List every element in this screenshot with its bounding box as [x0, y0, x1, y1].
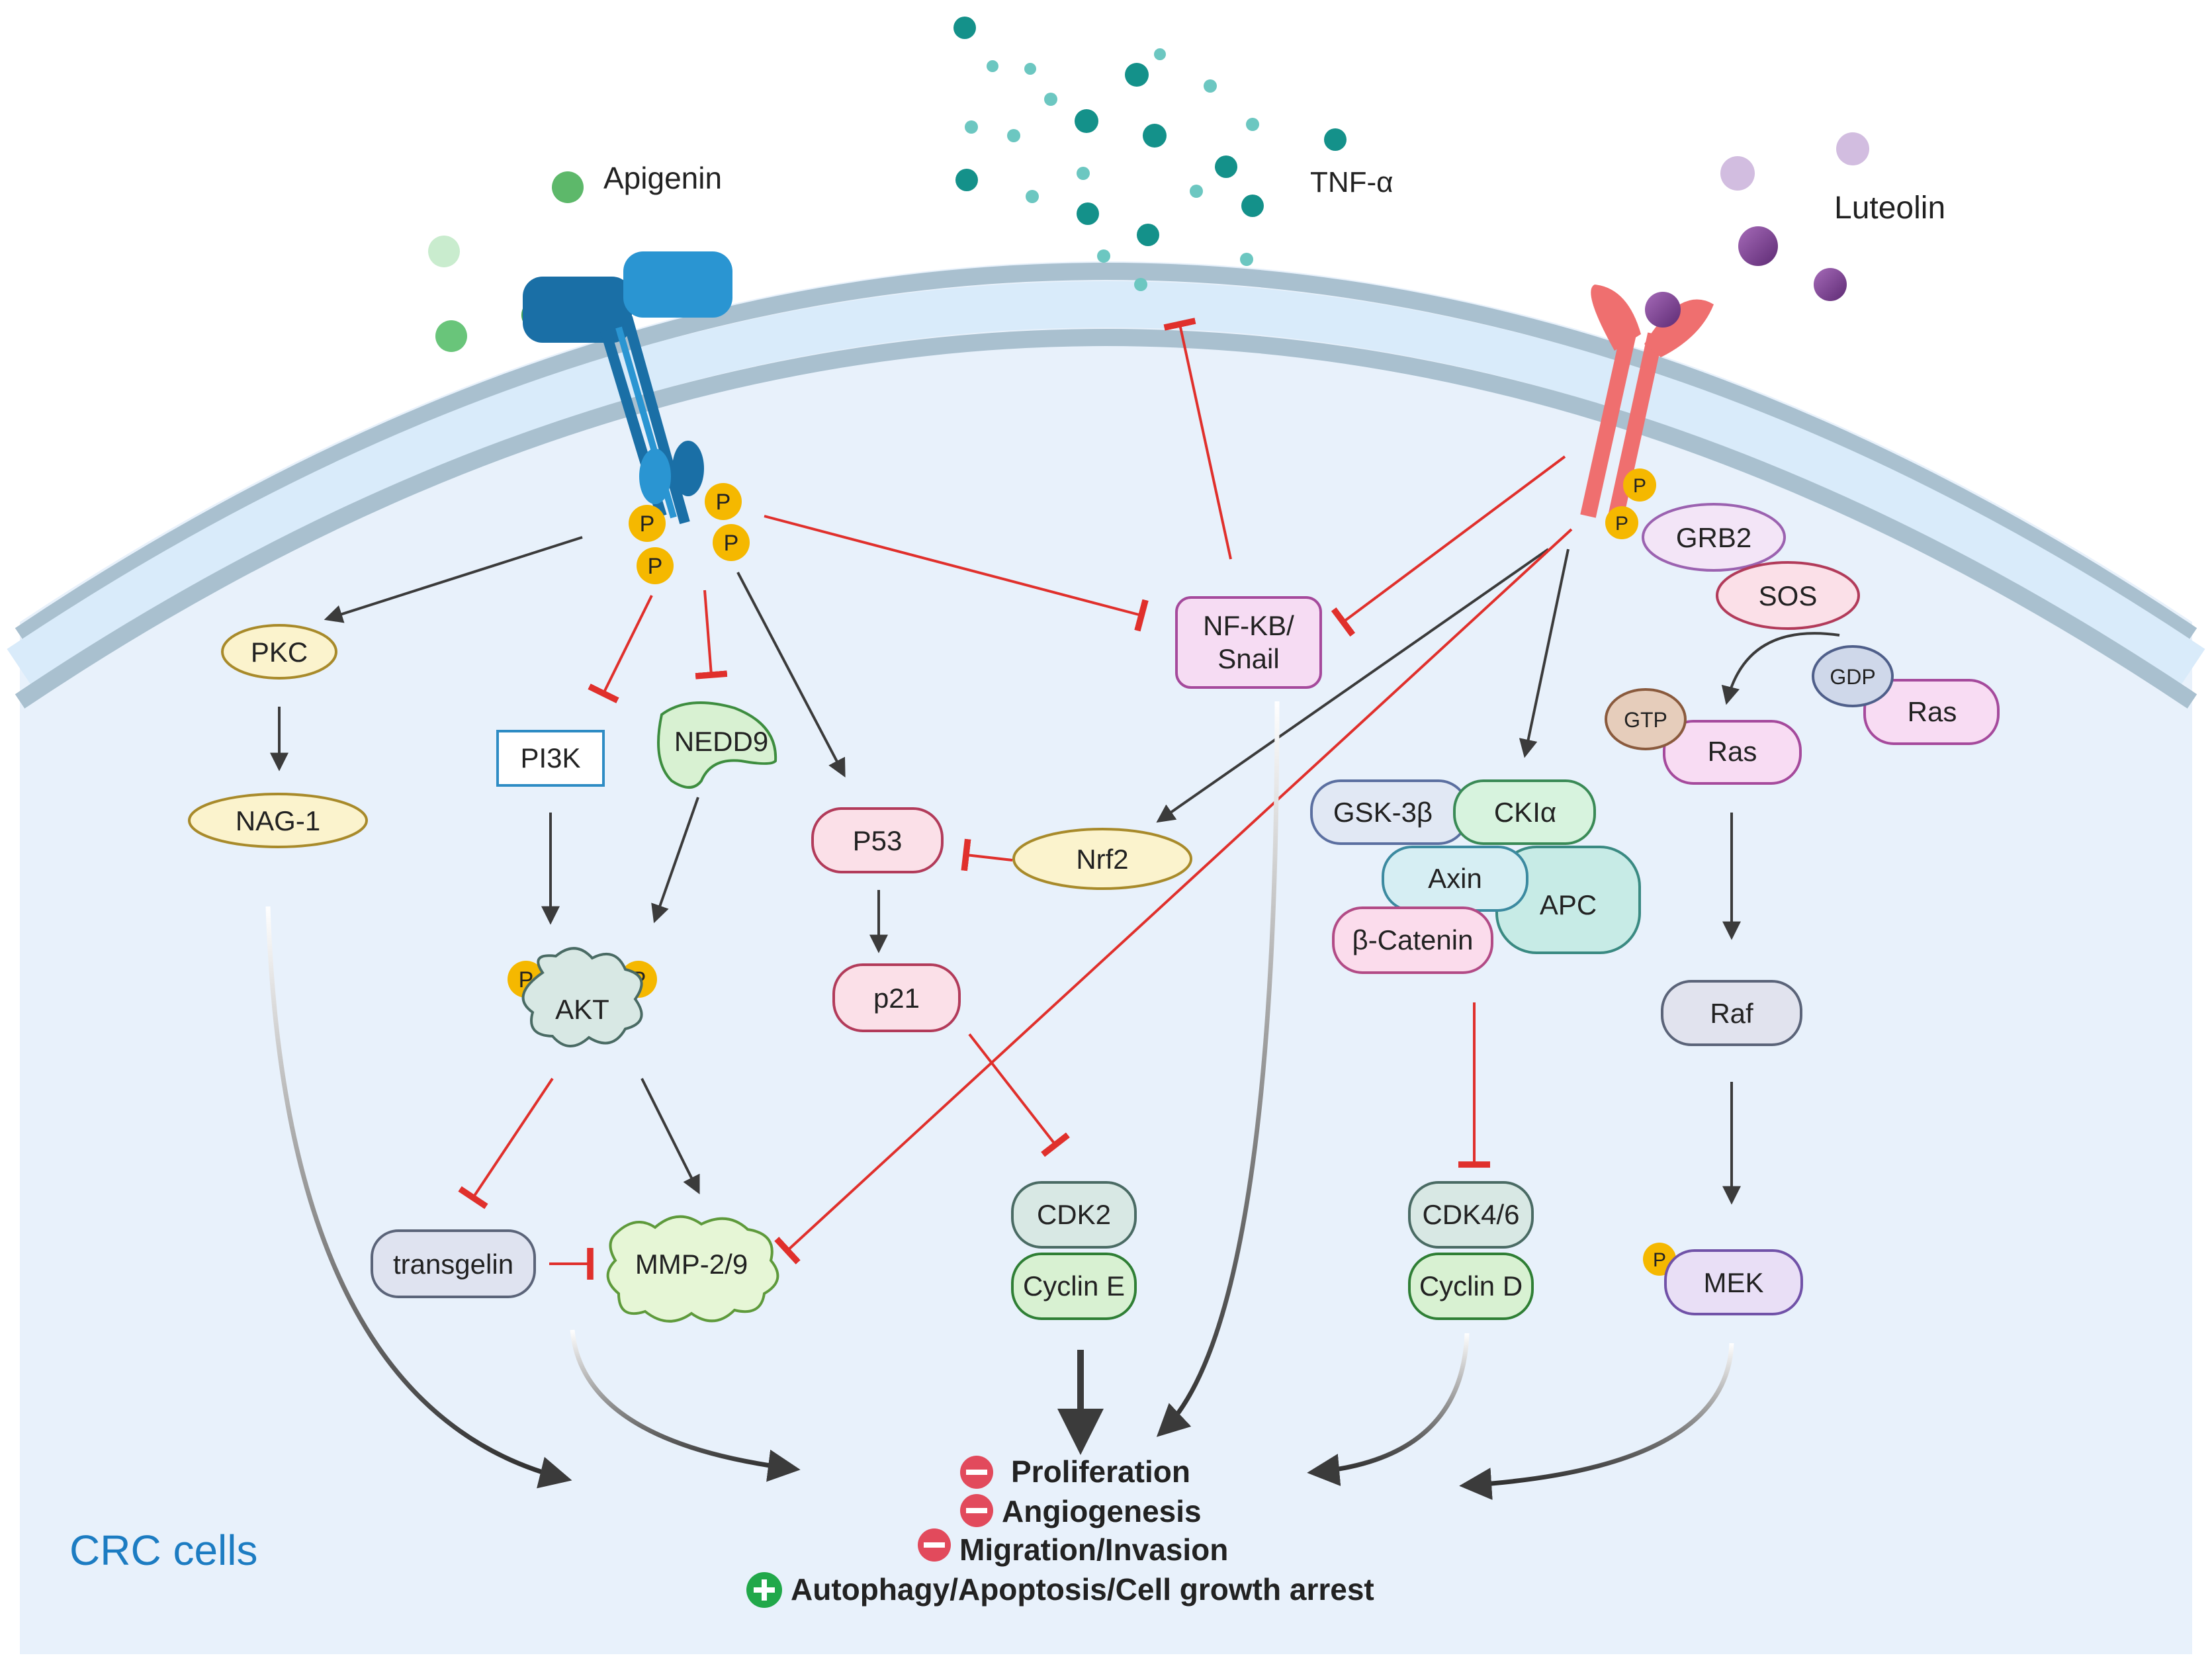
nfkb-node: [1175, 596, 1322, 689]
cell-label: CRC cells: [69, 1526, 257, 1574]
gtp-node: [1605, 688, 1687, 750]
nrf2-node: [1012, 828, 1192, 890]
ckia-node: [1453, 779, 1596, 845]
apc-label: APC: [1540, 889, 1597, 920]
node-shapes: [188, 503, 2000, 1323]
phosphate-label: P: [716, 490, 731, 515]
gdp-node: [1812, 645, 1894, 707]
phosphate-label: P: [640, 511, 655, 537]
transgelin-label: transgelin: [393, 1249, 513, 1280]
cyclin-d-node: [1408, 1253, 1534, 1320]
cdk46-label: CDK4/6: [1422, 1199, 1519, 1230]
outcome-labels: Proliferation Angiogenesis Migration/Inv…: [791, 1454, 1374, 1607]
cyclin-e-label: Cyclin E: [1023, 1270, 1125, 1302]
p21-node: [832, 963, 961, 1032]
mek-label: MEK: [1703, 1267, 1763, 1298]
minus-circle-icon: [918, 1528, 951, 1562]
nag1-label: NAG-1: [236, 805, 320, 836]
nfkb-label-line2: Snail: [1217, 643, 1279, 674]
cdk46-node: [1408, 1181, 1534, 1249]
pi3k-node: [496, 730, 605, 787]
phosphate-label: P: [1633, 475, 1646, 497]
outcome-arrows: [265, 701, 1734, 1500]
phosphate-label: P: [724, 531, 739, 556]
raf-node: [1661, 980, 1802, 1046]
ras-gdp-node: [1863, 679, 2000, 745]
bcatenin-node: [1332, 906, 1493, 974]
grb2-label: GRB2: [1676, 522, 1751, 553]
luteolin-molecule-icon: [1720, 132, 1869, 301]
mmp-label: MMP-2/9: [635, 1249, 748, 1280]
apigenin-receptor: [523, 251, 732, 525]
pkc-node: [221, 624, 337, 680]
akt-node: [521, 947, 643, 1047]
cyclin-d-label: Cyclin D: [1419, 1270, 1523, 1302]
phosphate-label: P: [1615, 513, 1628, 535]
luteolin-label: Luteolin: [1834, 191, 1945, 226]
cyclin-e-node: [1011, 1253, 1137, 1320]
phosphate-label: P: [648, 554, 663, 579]
p53-label: P53: [853, 825, 903, 856]
akt-label: AKT: [555, 994, 609, 1025]
transgelin-node: [371, 1229, 536, 1298]
pi3k-label: PI3K: [520, 742, 580, 773]
sos-node: [1716, 561, 1860, 630]
bcatenin-label: β-Catenin: [1352, 924, 1474, 955]
outcome-proliferation: Proliferation: [1011, 1454, 1190, 1489]
mmp-node: [606, 1215, 779, 1323]
ckia-label: CKIα: [1494, 797, 1556, 828]
p21-label: p21: [873, 983, 920, 1014]
node-labels: PKC NAG-1 PI3K NEDD9 AKT transgelin MMP-…: [236, 522, 1957, 1302]
gtp-label: GTP: [1624, 708, 1667, 732]
phosphate-label: P: [1653, 1249, 1666, 1271]
pkc-label: PKC: [251, 637, 308, 668]
nfkb-label-line1: NF-KB/: [1203, 610, 1294, 641]
outcome-autophagy: Autophagy/Apoptosis/Cell growth arrest: [791, 1572, 1374, 1607]
inhibition-lines: [458, 318, 1573, 1280]
nedd9-node: [657, 701, 777, 789]
cdk2-label: CDK2: [1037, 1199, 1111, 1230]
cdk2-node: [1011, 1181, 1137, 1249]
tnf-label: TNF-α: [1310, 166, 1394, 199]
raf-label: Raf: [1710, 998, 1753, 1029]
outcome-migration: Migration/Invasion: [959, 1532, 1228, 1567]
p53-node: [811, 807, 944, 873]
activation-arrows: [270, 536, 1840, 1205]
ras-gdp-label: Ras: [1908, 696, 1957, 727]
minus-circle-icon: [960, 1494, 993, 1527]
gdp-label: GDP: [1830, 665, 1875, 689]
nrf2-label: Nrf2: [1076, 844, 1128, 875]
ras-gtp-node: [1663, 720, 1802, 785]
outcome-icons: [746, 1456, 993, 1608]
sos-label: SOS: [1759, 580, 1818, 611]
nag1-node: [188, 793, 368, 848]
ras-gtp-label: Ras: [1708, 736, 1757, 767]
outcome-angiogenesis: Angiogenesis: [1002, 1494, 1202, 1528]
plus-circle-icon: [746, 1572, 782, 1608]
grb2-node: [1642, 503, 1786, 572]
axin-label: Axin: [1428, 863, 1482, 894]
luteolin-receptor: [1580, 285, 1714, 525]
apigenin-label: Apigenin: [603, 161, 722, 195]
phosphate-icon: [508, 468, 1676, 1276]
gsk3b-label: GSK-3β: [1333, 797, 1433, 828]
minus-circle-icon: [960, 1456, 993, 1489]
mek-node: [1664, 1249, 1803, 1315]
tnf-molecule-icon: [953, 17, 1347, 291]
nedd9-label: NEDD9: [674, 726, 768, 757]
